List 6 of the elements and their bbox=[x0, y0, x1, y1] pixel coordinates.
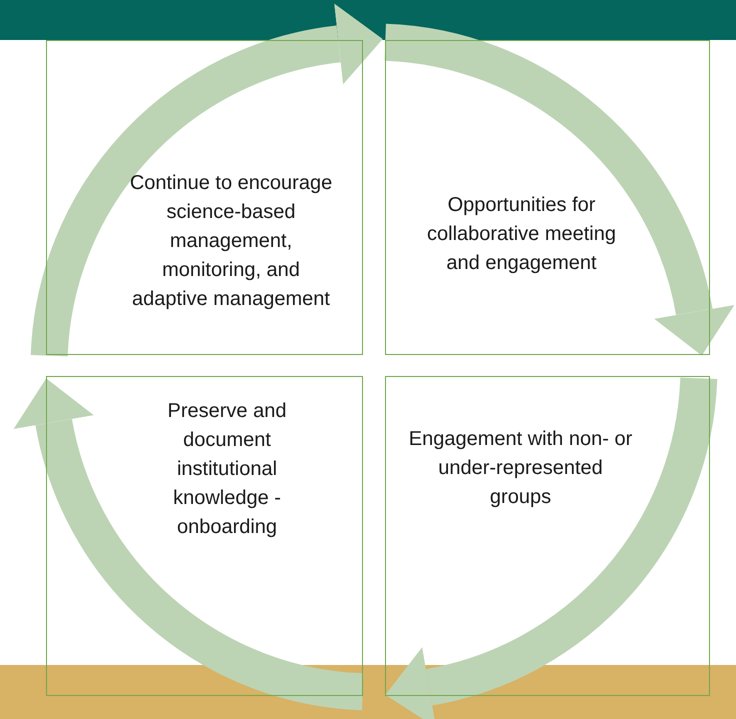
curved-arrow bbox=[30, 4, 382, 358]
quadrant-box bbox=[46, 40, 363, 355]
quadrant-text: Preserve and document institutional knowledge - onboarding bbox=[166, 399, 288, 540]
quadrant-text: Continue to encourage science-based management, monitoring, and adaptive management bbox=[129, 171, 333, 312]
quadrant-text: Engagement with non- or under-represented groups bbox=[408, 427, 633, 510]
quadrant-text: Opportunities for collaborative meeting and engagement bbox=[426, 193, 617, 276]
